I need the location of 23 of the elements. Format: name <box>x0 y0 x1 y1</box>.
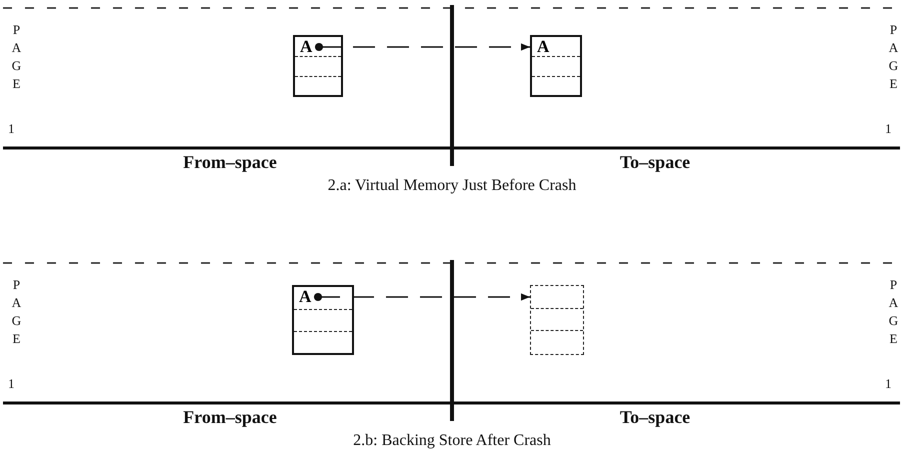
empty-memory-cell <box>530 285 584 355</box>
pointer-arrow <box>314 292 530 302</box>
cell-label: A <box>537 38 550 55</box>
space-label: From–space <box>183 152 277 173</box>
page-number: 1 <box>885 121 892 137</box>
page-number: 1 <box>885 376 892 392</box>
memory-cell <box>293 35 343 97</box>
cell-label: A <box>299 288 312 305</box>
page-label: PAGE <box>8 22 24 94</box>
page-label: PAGE <box>885 22 901 94</box>
page-label: PAGE <box>885 277 901 349</box>
page-number: 1 <box>8 121 14 137</box>
pointer-arrow <box>314 42 530 52</box>
space-label: From–space <box>183 407 277 428</box>
memory-cell <box>292 285 354 355</box>
page-label: PAGE <box>8 277 24 349</box>
figure-caption: 2.b: Backing Store After Crash <box>353 432 551 450</box>
memory-cell <box>530 35 582 97</box>
space-label: To–space <box>620 152 690 173</box>
cell-label: A <box>300 38 312 55</box>
page-number: 1 <box>8 376 14 392</box>
figure-caption: 2.a: Virtual Memory Just Before Crash <box>328 177 576 195</box>
space-label: To–space <box>620 407 690 428</box>
